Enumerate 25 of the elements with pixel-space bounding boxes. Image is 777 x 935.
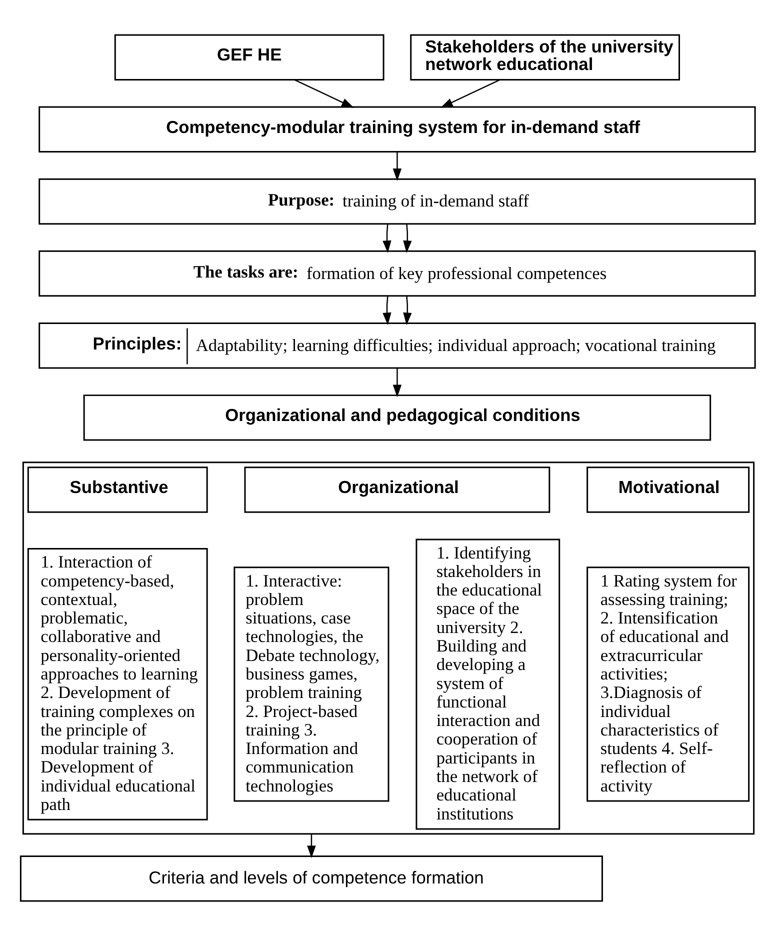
cluster: [22, 461, 755, 834]
arrow: [294, 78, 354, 108]
node-box: Substantive: [27, 466, 208, 512]
node-box: Organizational: [244, 466, 550, 512]
arrow: [392, 368, 402, 397]
arrow: [382, 295, 392, 325]
arrow: [403, 223, 412, 253]
node-box: Principles: Adaptability; learning difficulties; individual approach; vocational training: [38, 322, 756, 368]
node-box: Criteria and levels of competence formation: [20, 855, 603, 902]
arrow: [382, 223, 392, 253]
node-box: Competency-modular training system for in-demand staff: [38, 106, 756, 152]
node-box: 1. Identifying stakeholders in the educational space of the university 2. Building and developing a system of functional interaction and cooperation of participants in the network of educational institutions: [416, 538, 560, 830]
node-box: 1 Rating system for assessing training; 2. Intensification of educational and extracurricular activities; 3.Diagnosis of individual characteristics of students 4. Self-reflection of activity: [586, 566, 750, 802]
arrow: [307, 833, 316, 858]
arrow: [403, 295, 412, 325]
node-box: The tasks are: formation of key professional competences: [38, 250, 756, 296]
node-box: Purpose: training of in-demand staff: [38, 178, 756, 224]
arrow: [392, 151, 402, 180]
node-box: Organizational and pedagogical conditions: [83, 394, 712, 440]
node-box: GEF HE: [114, 34, 384, 80]
arrow: [440, 78, 500, 108]
node-box: 1. Interaction of competency-based, contextual, problematic, collaborative and personality-oriented approaches to learning 2. Development of training complexes on the principle of modular training 3. Development of individual educational path: [27, 548, 208, 820]
node-box: Stakeholders of the university network educational: [410, 34, 680, 80]
node-box: Motivational: [586, 466, 750, 512]
node-box: 1. Interactive: problem situations, case technologies, the Debate technology, business games, problem training 2. Project-based training 3. Information and communication technologies: [234, 566, 390, 802]
